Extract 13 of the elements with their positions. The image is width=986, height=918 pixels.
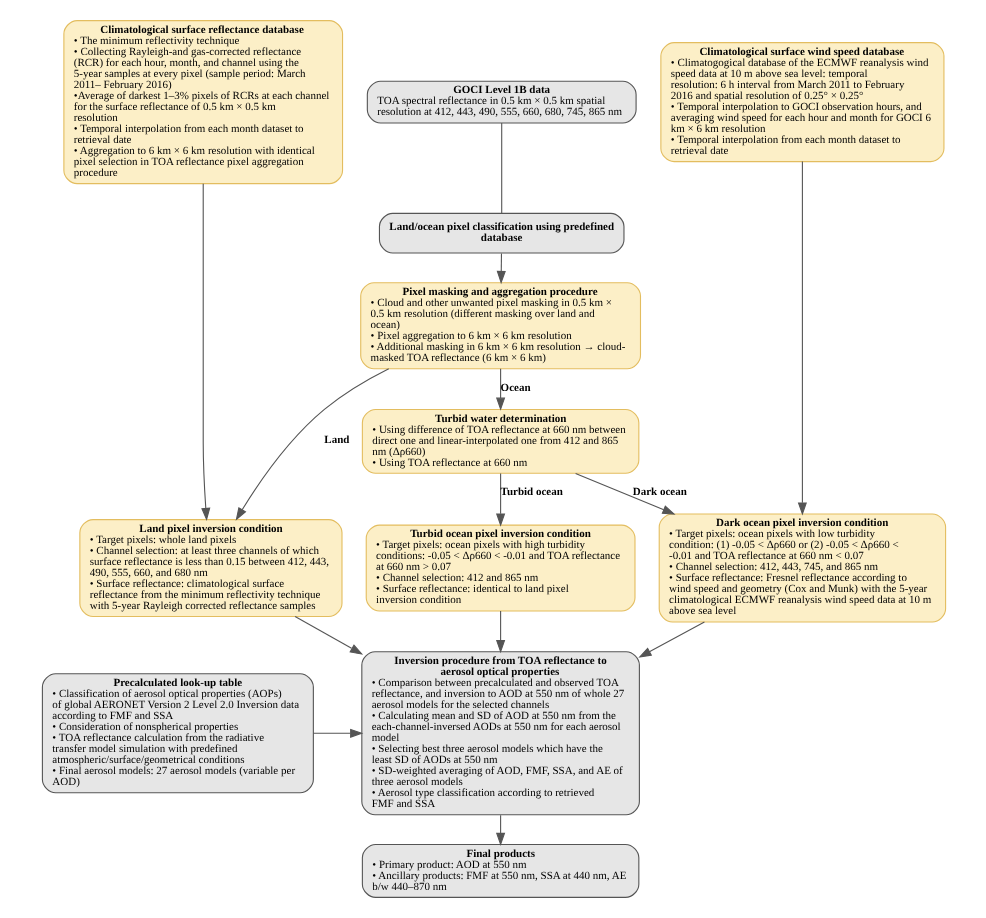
arrow [234,368,389,521]
arrow [293,615,363,655]
arrow [311,728,363,738]
arrow [494,814,505,847]
arrow [494,368,505,411]
arrow [494,473,505,527]
arrow [637,621,704,658]
arrow [494,610,505,654]
arrow [796,161,807,516]
connector [500,122,502,214]
arrow [574,472,675,515]
arrow [495,252,505,285]
arrow [200,183,210,522]
